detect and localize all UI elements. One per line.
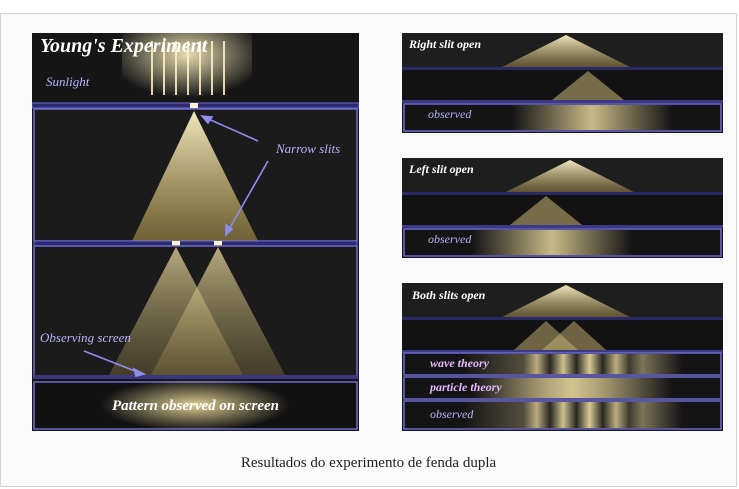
right-slit-panel: Right slit open observed: [402, 33, 723, 133]
left-slit-panel: Left slit open observed: [402, 158, 723, 258]
annotation-arrows: [83, 115, 269, 377]
sunlight-rays: [151, 41, 225, 95]
left-slit-title: Left slit open: [409, 162, 474, 176]
both-slits-panel: Both slits open wave theory particle the…: [402, 283, 723, 431]
sunlight-label: Sunlight: [46, 74, 90, 89]
young-experiment-drawing: [32, 33, 359, 431]
wave-theory-label: wave theory: [430, 356, 489, 370]
top-cone: [506, 160, 634, 192]
young-experiment-figure: Young's Experiment Sunlight Narrow slits…: [32, 33, 359, 431]
right-slit-title: Right slit open: [409, 37, 482, 51]
observed-band: [472, 230, 632, 255]
observed-band: [512, 105, 672, 130]
right-observed-label: observed: [428, 107, 472, 121]
both-observed-band: [462, 402, 682, 428]
particle-theory-label: particle theory: [430, 380, 502, 394]
left-observed-label: observed: [428, 232, 472, 246]
pattern-label: Pattern observed on screen: [111, 398, 280, 414]
slit-cone: [510, 196, 582, 225]
light-cone-single: [132, 111, 258, 241]
both-slits-title: Both slits open: [412, 288, 486, 302]
both-slits-drawing: [402, 283, 723, 430]
figure-caption: Resultados do experimento de fenda dupla: [240, 455, 497, 471]
screen-pattern-glow: [100, 379, 290, 431]
right-slit-cone: [542, 321, 606, 350]
observing-screen-label: Observing screen: [40, 330, 131, 345]
slit-cone: [552, 71, 624, 100]
both-observed-label: observed: [430, 407, 474, 421]
particle-theory-band: [472, 378, 672, 398]
light-cone-right-slit: [150, 247, 286, 377]
top-cone: [502, 285, 630, 317]
top-cone: [502, 35, 630, 67]
narrow-slits-label: Narrow slits: [276, 141, 341, 156]
wave-theory-band: [462, 354, 682, 374]
right-slit-drawing: [402, 33, 723, 132]
left-slit-drawing: [402, 158, 723, 257]
figure-title: Young's Experiment: [40, 35, 208, 57]
